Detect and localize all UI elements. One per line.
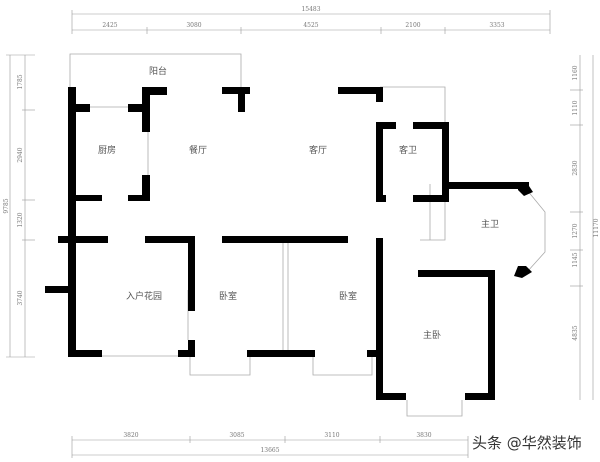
dim-right-6: 4835 bbox=[572, 325, 579, 340]
dim-right-total: 11170 bbox=[593, 218, 600, 237]
room-living: 客厅 bbox=[309, 144, 327, 156]
room-kitchen: 厨房 bbox=[98, 144, 116, 156]
dim-right-1: 1160 bbox=[572, 65, 579, 80]
room-bedroom-2: 卧室 bbox=[339, 290, 357, 302]
room-master-bedroom: 主卧 bbox=[423, 329, 441, 341]
dim-left-4: 3740 bbox=[17, 290, 24, 305]
dim-top-4: 2100 bbox=[405, 22, 420, 29]
dim-left-3: 1320 bbox=[17, 212, 24, 227]
dim-bottom-4: 3830 bbox=[416, 432, 431, 439]
dim-top-5: 3353 bbox=[489, 22, 504, 29]
dim-right-5: 1145 bbox=[572, 252, 579, 267]
room-dining: 餐厅 bbox=[189, 144, 207, 156]
dim-top-2: 3080 bbox=[186, 22, 201, 29]
dim-right-3: 2830 bbox=[572, 160, 579, 175]
dim-right-4: 1270 bbox=[572, 223, 579, 238]
dim-bottom-total: 13665 bbox=[260, 447, 279, 454]
dim-left-1: 1785 bbox=[17, 74, 24, 89]
room-guest-bath: 客卫 bbox=[399, 144, 417, 156]
dim-top-total: 15483 bbox=[301, 6, 320, 13]
dim-top-1: 2425 bbox=[102, 22, 117, 29]
dim-left-2: 2940 bbox=[17, 147, 24, 162]
dim-right-2: 1110 bbox=[572, 100, 579, 115]
walls bbox=[45, 87, 533, 400]
dim-bottom-2: 3085 bbox=[229, 432, 244, 439]
dim-bottom-1: 3820 bbox=[123, 432, 138, 439]
room-bedroom-1: 卧室 bbox=[219, 290, 237, 302]
room-master-bath: 主卫 bbox=[481, 218, 499, 230]
dim-top-3: 4525 bbox=[303, 22, 318, 29]
dimension-lines bbox=[6, 10, 594, 458]
dim-left-total: 9785 bbox=[3, 198, 10, 213]
dim-bottom-3: 3110 bbox=[324, 432, 339, 439]
room-balcony: 阳台 bbox=[149, 65, 167, 77]
watermark: 头条 @华然装饰 bbox=[472, 434, 582, 452]
room-entry-garden: 入户花园 bbox=[126, 290, 162, 302]
